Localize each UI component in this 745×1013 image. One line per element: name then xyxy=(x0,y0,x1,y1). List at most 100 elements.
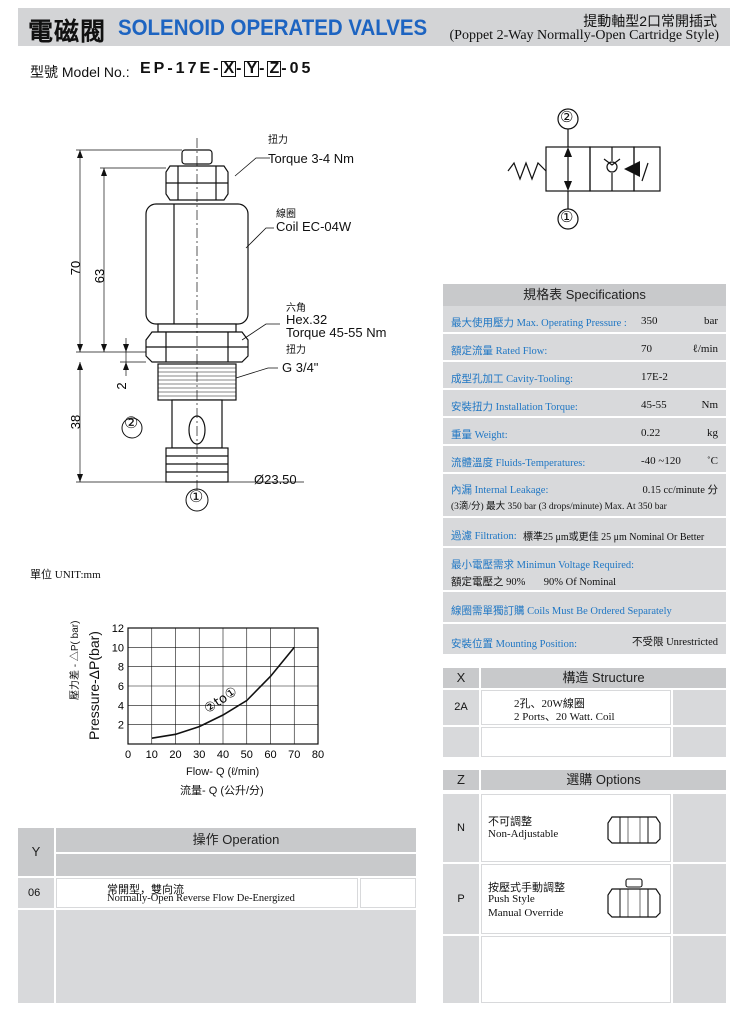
spec-value: 70 xyxy=(641,343,652,355)
model-dash: - xyxy=(236,60,245,77)
operation-desc-en: Normally-Open Reverse Flow De-Energized xyxy=(107,893,295,904)
dim-38: 38 xyxy=(68,415,83,429)
coils-note: 線圈需單獨訂購 Coils Must Be Ordered Separately xyxy=(451,606,672,617)
structure-desc-en: 2 Ports、20 Watt. Coil xyxy=(514,711,615,723)
hex-torque-label: Torque 45-55 Nm xyxy=(286,325,387,340)
model-code: EP-17E-X-Y-Z-05 xyxy=(140,60,313,78)
hydraulic-symbol xyxy=(507,108,661,230)
options-table: Z 選購 Options N 不可調整 Non-Adjustable P 按壓式… xyxy=(443,770,726,1003)
diameter-label: Ø23.50 xyxy=(254,472,297,487)
spec-value: 0.22 xyxy=(641,427,661,439)
chart-ylabel-zh: 壓力差 - △P( bar) xyxy=(70,620,81,700)
symbol-port-1-label: ① xyxy=(560,209,574,226)
hex-label: Hex.32 xyxy=(286,312,328,327)
option-p-en2: Manual Override xyxy=(488,907,564,919)
chart-y-tick-label: 6 xyxy=(118,681,124,693)
min-voltage-label: 最小電壓需求 Minimun Voltage Required: xyxy=(451,560,635,571)
structure-empty-blank xyxy=(673,727,726,757)
model-dash: - xyxy=(259,60,268,77)
options-col-header: Z xyxy=(443,770,479,790)
spec-row: 額定流量 Rated Flow: 70 ℓ/min xyxy=(443,334,726,362)
structure-code: 2A xyxy=(443,690,479,725)
spec-unit: ℓ/min xyxy=(692,343,718,355)
spec-label: 最大使用壓力 Max. Operating Pressure : xyxy=(451,318,627,329)
structure-col-header: X xyxy=(443,668,479,688)
option-p-zh: 按壓式手動調整 xyxy=(488,882,565,894)
mounting-label: 安裝位置 Mounting Position: xyxy=(451,639,578,650)
spec-label: 重量 Weight: xyxy=(451,430,508,441)
torque-label-zh: 扭力 xyxy=(268,135,288,146)
chart-y-tick-label: 8 xyxy=(118,662,124,674)
option-p-en: Push Style xyxy=(488,893,535,905)
chart-y-tick-label: 10 xyxy=(112,642,124,654)
option-code-p: P xyxy=(443,864,479,934)
subtitle-zh: 提動軸型2口常開插式 xyxy=(583,13,717,29)
structure-table: X 構造 Structure 2A 2孔、20W線圈 2 Ports、20 Wa… xyxy=(443,668,726,757)
leakage-label: 內漏 Internal Leakage: xyxy=(451,485,549,496)
operation-blank xyxy=(360,878,416,908)
option-desc-p: 按壓式手動調整 Push Style Manual Override xyxy=(481,864,671,934)
chart-y-tick-label: 12 xyxy=(112,623,124,635)
option-empty-code xyxy=(443,936,479,1003)
filtration-label: 過濾 Filtration: xyxy=(451,531,517,542)
model-label: 型號 Model No.: xyxy=(30,64,130,80)
operation-col-header: Y xyxy=(18,828,54,876)
page-title-zh: 電磁閥 xyxy=(28,18,107,46)
chart-y-tick-label: 4 xyxy=(118,700,124,712)
structure-header: 構造 Structure xyxy=(481,668,726,688)
spec-row-min-voltage: 最小電壓需求 Minimun Voltage Required: 額定電壓之 9… xyxy=(443,548,726,592)
chart-ylabel: Pressure-ΔP(bar) xyxy=(86,631,102,740)
port-1-label: ① xyxy=(189,489,204,506)
chart-x-tick-label: 10 xyxy=(146,749,158,761)
spec-row-mounting: 安裝位置 Mounting Position: 不受限 Unrestricted xyxy=(443,624,726,656)
thread-label: G 3/4" xyxy=(282,360,319,375)
coil-label: Coil EC-04W xyxy=(276,219,352,234)
page-title-en: SOLENOID OPERATED VALVES xyxy=(118,15,428,40)
coil-label-zh: 線圈 xyxy=(276,209,296,220)
options-header: 選購 Options xyxy=(481,770,726,790)
dim-2: 2 xyxy=(114,382,129,389)
spec-label: 額定流量 Rated Flow: xyxy=(451,346,548,357)
mounting-value: 不受限 Unrestricted xyxy=(631,637,718,648)
spec-row-filtration: 過濾 Filtration: 標準25 μm或更佳 25 μm Nominal … xyxy=(443,518,726,548)
spec-value: 350 xyxy=(641,315,658,327)
option-empty-blank xyxy=(673,936,726,1003)
non-adjustable-nut-icon xyxy=(607,816,661,844)
spec-unit: kg xyxy=(707,427,718,439)
operation-code: 06 xyxy=(18,878,54,908)
spec-value: -40 ~120 xyxy=(641,455,681,467)
valve-drawing: 70 63 2 38 xyxy=(68,138,304,512)
spec-label: 安裝扭力 Installation Torque: xyxy=(451,402,578,413)
option-empty-desc xyxy=(481,936,671,1003)
structure-empty-code xyxy=(443,727,479,757)
chart-x-tick-label: 30 xyxy=(193,749,205,761)
port-2-label: ② xyxy=(124,415,139,432)
operation-header-sub xyxy=(56,854,416,876)
structure-empty-desc xyxy=(481,727,671,757)
spec-unit: Nm xyxy=(701,399,719,411)
filtration-value: 標準25 μm或更佳 25 μm Nominal Or Better xyxy=(523,532,705,543)
dim-63: 63 xyxy=(92,269,107,283)
model-prefix: EP-17E- xyxy=(140,60,222,77)
hex-torque-label-zh: 扭力 xyxy=(286,345,306,356)
spec-unit: ˚C xyxy=(707,455,718,467)
symbol-port-2-label: ② xyxy=(560,109,574,126)
spec-label: 流體溫度 Fluids-Temperatures: xyxy=(451,458,586,469)
chart-x-tick-label: 0 xyxy=(125,749,131,761)
spec-row: 流體溫度 Fluids-Temperatures: -40 ~120 ˚C xyxy=(443,446,726,474)
chart-x-tick-label: 20 xyxy=(169,749,181,761)
min-voltage-value: 額定電壓之 90% 90% Of Nominal xyxy=(451,577,617,588)
spec-row-leakage: 內漏 Internal Leakage: 0.15 cc/minute 分 (3… xyxy=(443,474,726,518)
push-style-nut-icon xyxy=(607,878,661,918)
dim-70: 70 xyxy=(68,261,83,275)
chart-x-tick-label: 50 xyxy=(241,749,253,761)
model-z-box: Z xyxy=(267,60,282,77)
torque-label: Torque 3-4 Nm xyxy=(268,151,354,166)
option-n-blank xyxy=(673,794,726,862)
operation-header: 操作 Operation xyxy=(56,828,416,852)
unit-label: 單位 UNIT:mm xyxy=(30,569,101,581)
spec-row-coils-note: 線圈需單獨訂購 Coils Must Be Ordered Separately xyxy=(443,592,726,624)
